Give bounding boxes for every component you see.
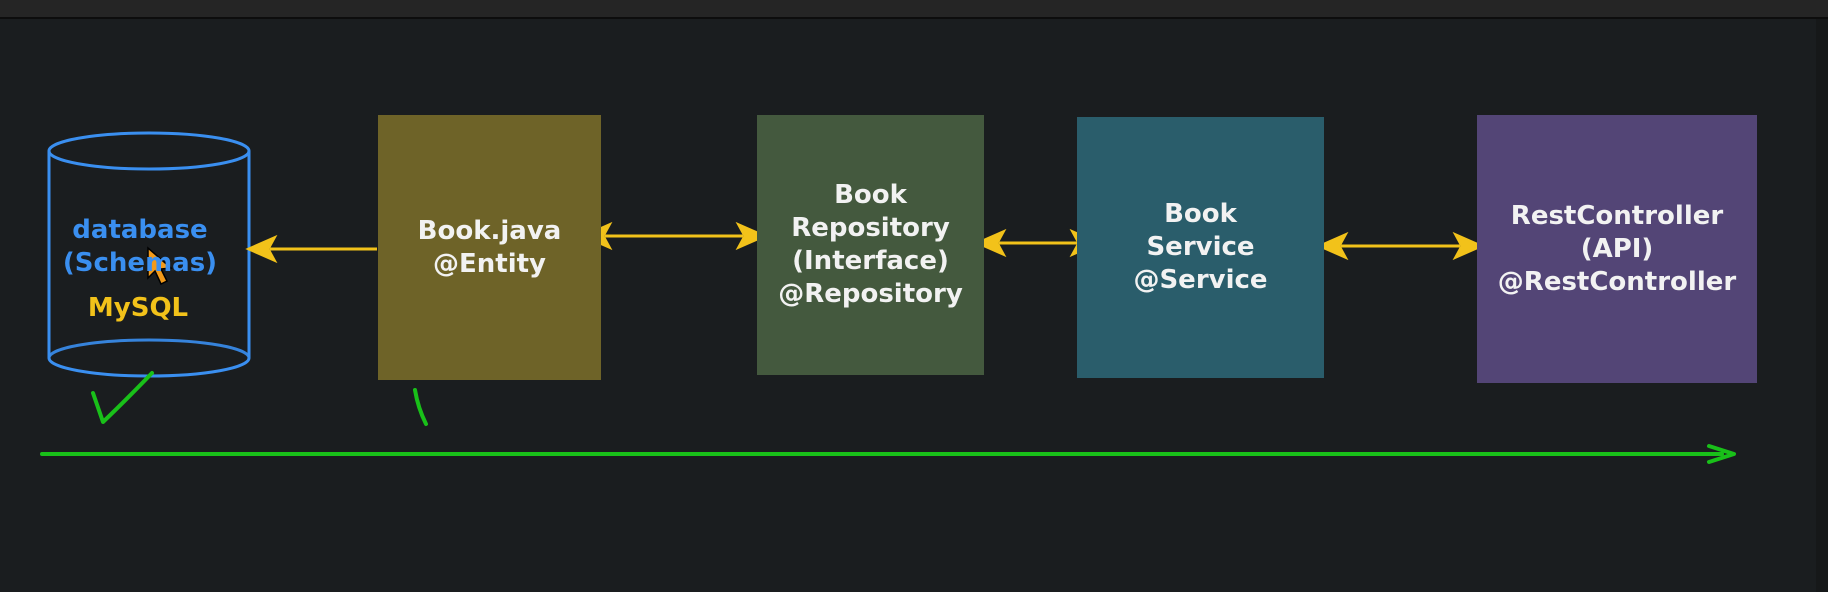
tick-mark-icon <box>413 388 428 426</box>
service-box: Book Service @Service <box>1077 117 1324 378</box>
database-label: database <box>72 215 208 245</box>
entity-box-line: Book.java <box>417 215 562 246</box>
service-box-line: Service <box>1146 232 1255 262</box>
timeline-arrow-head-icon <box>1707 444 1736 464</box>
repository-box-line: Book <box>834 180 907 210</box>
checkmark-icon <box>91 371 154 424</box>
arrow-head-left-icon <box>245 234 278 264</box>
database-cylinder-icon <box>47 131 251 378</box>
repository-box-line: (Interface) <box>792 246 949 276</box>
arrow-head-left-icon <box>974 228 1007 258</box>
database-mysql-label: MySQL <box>87 293 189 323</box>
handwritten-annotations <box>40 371 1736 464</box>
flow-arrows <box>245 221 1485 264</box>
repository-box-line: Repository <box>791 213 950 243</box>
rest-controller-box: RestController (API) @RestController <box>1477 115 1757 383</box>
entity-box-line: @Entity <box>433 248 546 279</box>
arrow-head-right-icon <box>735 221 768 251</box>
service-box-line: Book <box>1164 199 1237 229</box>
arrow-head-left-icon <box>1316 231 1349 261</box>
repository-box: Book Repository (Interface) @Repository <box>757 115 984 375</box>
service-box-line: @Service <box>1133 265 1268 295</box>
database-schemas-label: (Schemas) <box>62 248 218 278</box>
entity-box: Book.java @Entity <box>378 115 601 380</box>
arrow-head-right-icon <box>1452 231 1485 261</box>
window-right-edge <box>1816 19 1828 592</box>
rest-controller-box-line: (API) <box>1580 233 1654 264</box>
mouse-cursor-icon <box>147 246 173 286</box>
repository-box-line: @Repository <box>778 279 963 309</box>
rest-controller-box-line: RestController <box>1510 200 1724 231</box>
window-top-bar <box>0 0 1828 19</box>
rest-controller-box-line: @RestController <box>1497 266 1737 297</box>
